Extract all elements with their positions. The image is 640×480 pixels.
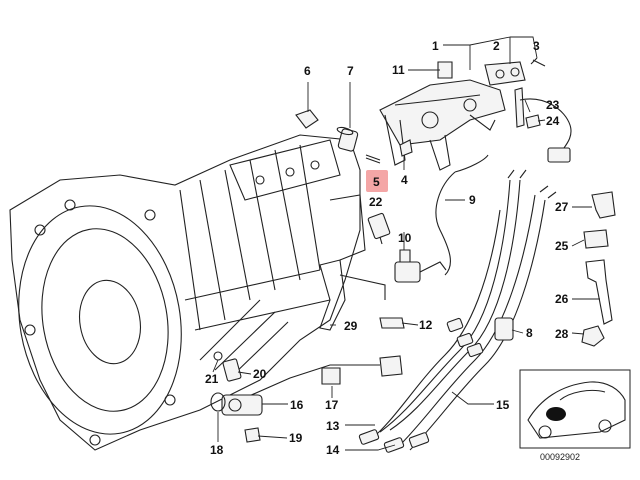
part-6-clip [295, 109, 319, 129]
callout-12: 12 [419, 318, 433, 332]
catalog-number: 00092902 [540, 452, 580, 462]
part-3-bolt [530, 57, 546, 67]
callout-15: 15 [496, 398, 510, 412]
callout-16: 16 [290, 398, 304, 412]
callout-11: 11 [392, 63, 405, 77]
shift-lever-assembly [379, 61, 526, 171]
callout-2: 2 [493, 39, 500, 53]
callout-10: 10 [398, 231, 412, 245]
callout-13: 13 [326, 419, 340, 433]
callout-8: 8 [526, 326, 533, 340]
callout-19: 19 [289, 431, 303, 445]
callout-9: 9 [469, 193, 476, 207]
callout-7: 7 [347, 64, 354, 78]
part-28-nut [581, 325, 605, 347]
part-10-bolt [399, 249, 411, 263]
callout-23: 23 [546, 98, 560, 112]
part-20-21-switch [213, 351, 242, 382]
callout-5: 5 [373, 175, 380, 189]
callout-4: 4 [401, 173, 408, 187]
part-8-grommet [494, 317, 514, 341]
callout-25: 25 [555, 239, 569, 253]
callout-20: 20 [253, 367, 267, 381]
callout-labels: 1 2 3 4 5 6 7 8 9 10 11 12 13 14 15 16 1… [205, 39, 569, 457]
callout-3: 3 [533, 39, 540, 53]
cable-16-17 [239, 364, 380, 401]
callout-6: 6 [304, 64, 311, 78]
callout-18: 18 [210, 443, 224, 457]
part-16-sensor [221, 394, 263, 416]
highlight-box [366, 170, 388, 192]
callout-26: 26 [555, 292, 569, 306]
leader-lines [212, 36, 600, 451]
part-7-bushing [336, 126, 359, 152]
transmission-housing [9, 134, 366, 451]
callout-29: 29 [344, 319, 358, 333]
part-26-bracket [585, 259, 613, 325]
part-19-bolt [244, 427, 261, 443]
part-5-pin [365, 154, 381, 164]
part-4-bolt [399, 139, 413, 157]
part-18-oring [210, 392, 226, 412]
vehicle-location-inset [519, 369, 631, 449]
connector-17 [379, 355, 403, 377]
callout-21: 21 [205, 372, 219, 386]
callout-17: 17 [325, 398, 339, 412]
callout-27: 27 [555, 200, 569, 214]
part-25-grommet [583, 229, 609, 249]
part-22-switch [367, 212, 391, 245]
callout-14: 14 [326, 443, 340, 457]
callout-24: 24 [546, 114, 560, 128]
sensor-23-24 [514, 87, 572, 163]
part-27-bracket [591, 191, 616, 219]
part-29-bracket [319, 259, 386, 331]
part-17-bracket [321, 367, 341, 385]
cable-bundle-13-14-15 [358, 169, 557, 453]
part-11-clip [437, 61, 453, 79]
callout-1: 1 [432, 39, 439, 53]
part-9-cable [394, 154, 489, 283]
part-12-clip [379, 317, 405, 329]
callout-22: 22 [369, 195, 383, 209]
callout-28: 28 [555, 327, 569, 341]
